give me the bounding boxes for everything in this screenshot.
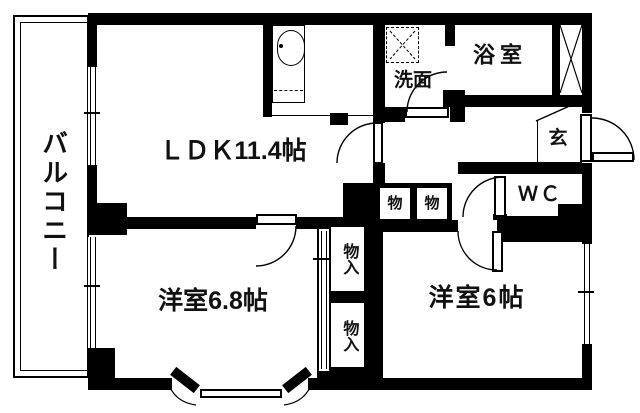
- bedroom2-door-leaf: [492, 231, 503, 272]
- entrance-door-leaf: [580, 114, 592, 162]
- bedroom2-label: 洋室6帖: [428, 283, 526, 312]
- storage-b-label: 物: [424, 195, 440, 213]
- wall-left-mid: [88, 165, 97, 205]
- washing-machine-box: [386, 27, 419, 63]
- storage-a-label: 物: [387, 195, 403, 213]
- wall-wc-pillar: [558, 204, 585, 242]
- kitchen-sink: [277, 30, 305, 66]
- kitchen-counter-dash: [274, 90, 303, 91]
- bath-label: 浴室: [472, 42, 528, 68]
- window-bedroom2: [582, 244, 592, 344]
- window-line: [90, 237, 91, 348]
- window-line: [584, 244, 585, 344]
- entrance-door-leaf-open: [592, 152, 634, 162]
- entrance-label: 玄: [548, 128, 568, 150]
- genkan-floor-line: [537, 120, 538, 163]
- wall-kitchen-stub: [330, 113, 348, 125]
- wall-washroom-bottom-left: [385, 107, 405, 122]
- wall-hall-lower-stub: [373, 163, 385, 185]
- wall-ldk-bedroom1-left: [115, 217, 256, 229]
- closet-b-label: 物入: [340, 320, 358, 352]
- bay-window-opening: [172, 378, 308, 390]
- window-tick: [84, 112, 100, 114]
- ldk-door-leaf: [373, 122, 383, 164]
- window-line: [589, 244, 590, 344]
- closet-door-line: [326, 231, 327, 369]
- wc-label: ＷＣ: [518, 183, 562, 206]
- window-balcony-ldk: [88, 67, 97, 165]
- window-line: [95, 237, 96, 348]
- window-tick: [578, 291, 594, 293]
- closet-a-cell: [331, 227, 364, 291]
- wall-hall-upper-stub: [373, 107, 385, 123]
- wall-bath-bottom: [445, 95, 592, 107]
- bedroom2-door-opening: [458, 220, 497, 232]
- closet-b-cell: [331, 303, 364, 367]
- wall-left-bottom-block: [88, 348, 115, 380]
- wc-door-leaf: [494, 176, 506, 217]
- washroom-label: 洗面: [393, 70, 433, 92]
- balcony-label: バルコニー: [38, 129, 69, 275]
- wall-bath-left-top: [445, 25, 455, 46]
- wall-kitchen: [263, 25, 272, 117]
- bedroom1-door-leaf: [256, 214, 297, 225]
- wall-top: [88, 13, 592, 25]
- pipe-shaft-x-icon: [559, 24, 583, 94]
- wall-bottom: [88, 378, 592, 390]
- storage-b-cell: [417, 188, 447, 219]
- window-balcony-bedroom1: [88, 237, 97, 348]
- kitchen-faucet: [279, 44, 283, 48]
- bedroom1-door-swing-arc: [255, 225, 297, 267]
- storage-a-cell: [380, 188, 410, 219]
- closet-sliding-door: [319, 229, 329, 371]
- wall-right-upper: [582, 13, 592, 113]
- closet-door-tick: [313, 258, 331, 260]
- washroom-door-leaf: [405, 107, 449, 118]
- window-tick: [84, 285, 100, 287]
- bath-door-opening: [445, 46, 455, 90]
- wall-wc-top: [458, 162, 592, 174]
- wall-bath-shaft: [552, 25, 560, 95]
- closet-door-line: [321, 231, 322, 369]
- window-line: [95, 67, 96, 165]
- window-line: [90, 67, 91, 165]
- kitchen-floor-line: [272, 115, 373, 116]
- ldk-label: ＬＤＫ11.4帖: [159, 136, 307, 165]
- ldk-door-swing-arc: [336, 122, 378, 164]
- bedroom1-label: 洋室6.8帖: [158, 286, 268, 315]
- bay-window-sill: [200, 389, 282, 398]
- wall-left-top: [88, 13, 97, 67]
- wall-bedroom2-door-left: [452, 220, 458, 232]
- wall-washroom-left: [373, 25, 385, 107]
- closet-a-label: 物入: [340, 243, 358, 275]
